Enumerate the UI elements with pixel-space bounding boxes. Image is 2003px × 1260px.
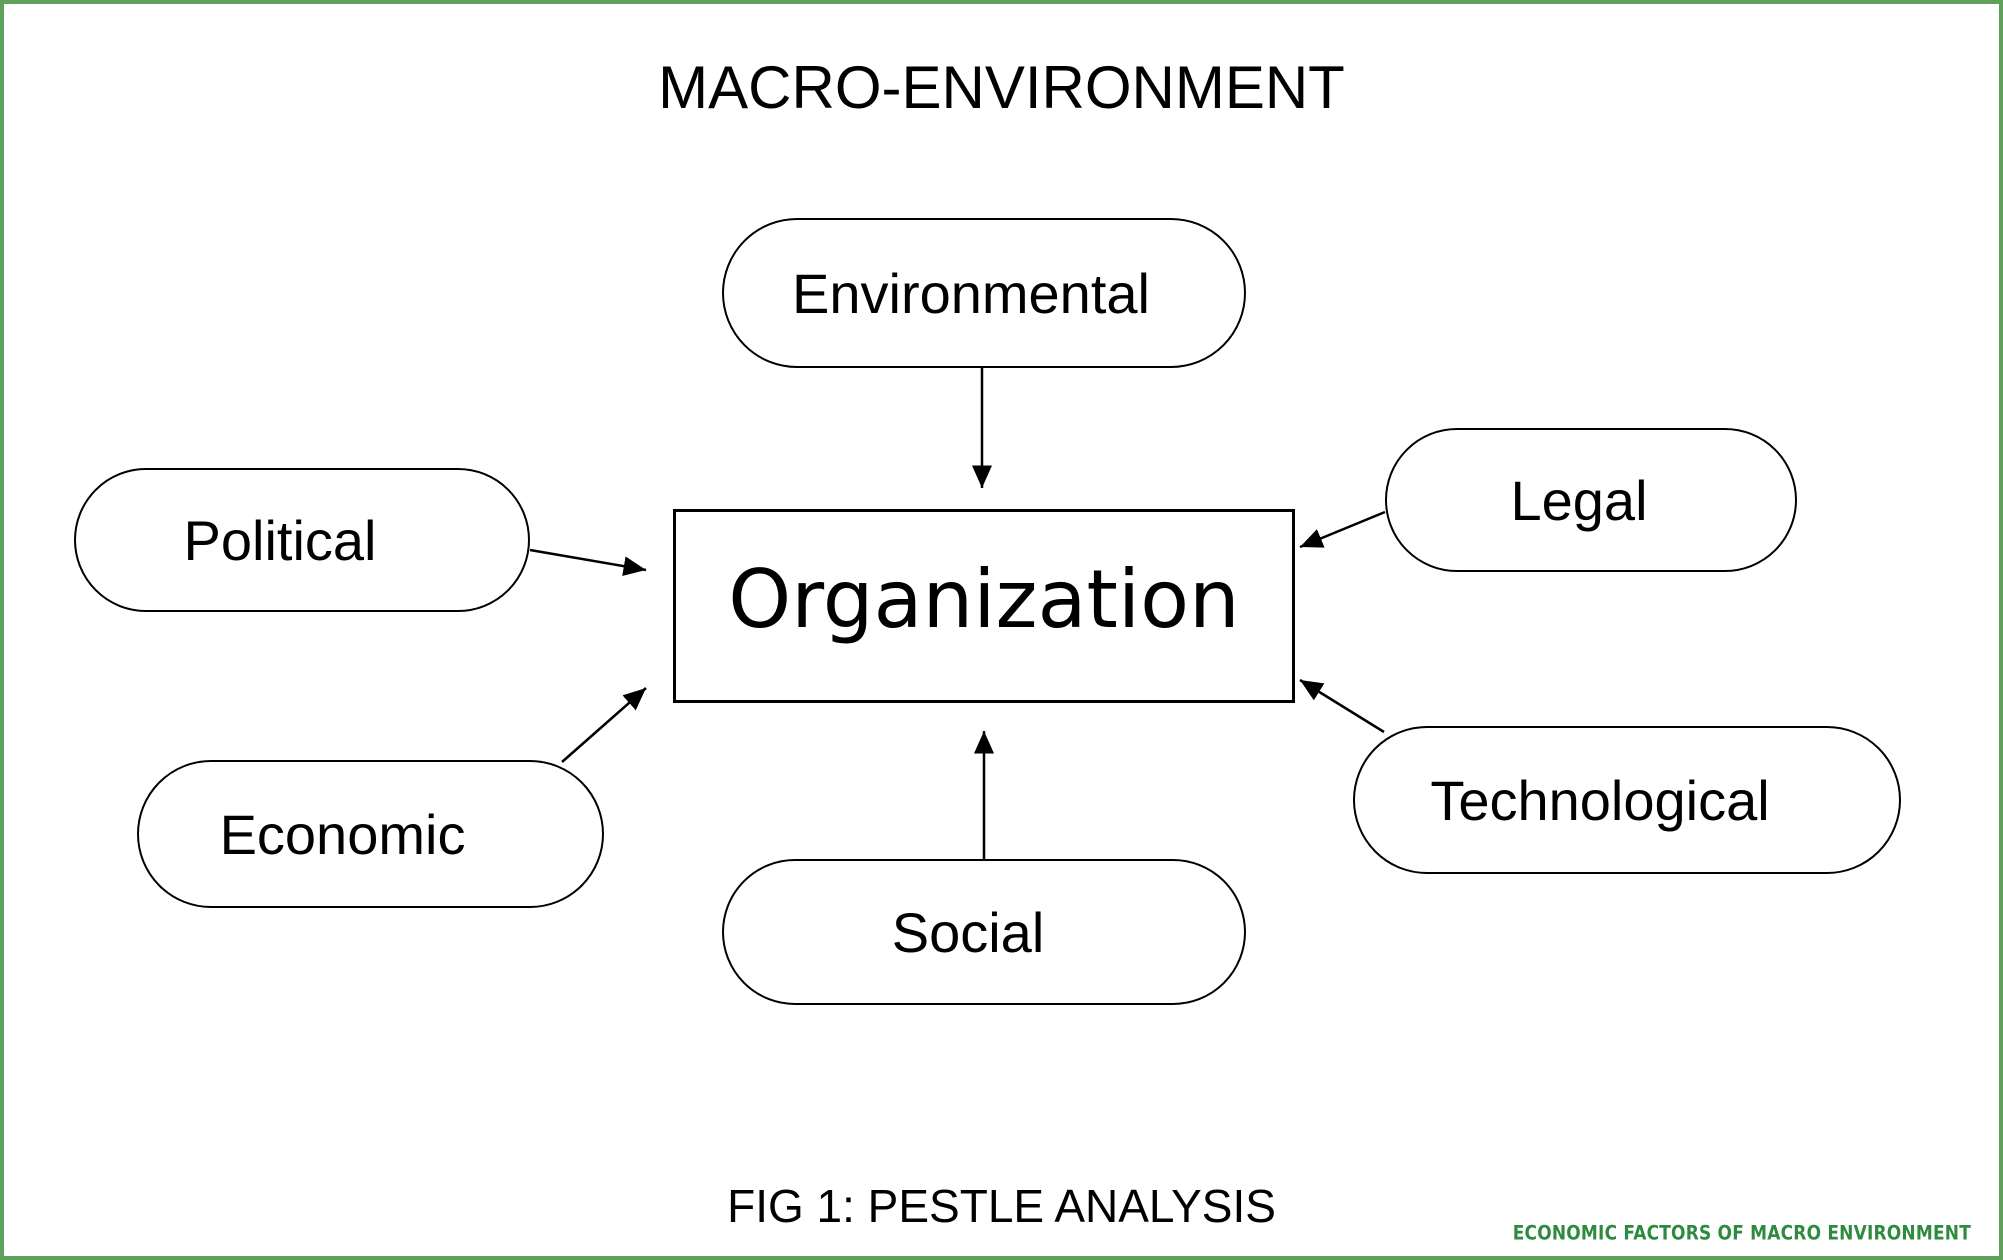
factor-legal: Legal <box>1385 428 1797 572</box>
factor-economic-label: Economic <box>219 802 466 866</box>
factor-technological: Technological <box>1353 726 1901 874</box>
organization-label: Organization <box>728 552 1240 646</box>
arrow-legal <box>1299 510 1386 549</box>
organization-box: Organization <box>673 509 1295 703</box>
factor-social-label: Social <box>891 900 1045 964</box>
arrow-technological <box>1299 678 1385 734</box>
factor-social: Social <box>722 859 1246 1005</box>
factor-environmental-label: Environmental <box>792 261 1150 325</box>
arrow-political <box>529 548 647 577</box>
factor-legal-label: Legal <box>1510 468 1648 532</box>
figure-caption: FIG 1: PESTLE ANALYSIS <box>727 1180 1276 1232</box>
arrow-economic <box>561 687 647 763</box>
factor-political: Political <box>74 468 530 612</box>
watermark-text: ECONOMIC FACTORS OF MACRO ENVIRONMENT <box>1512 1222 1971 1245</box>
factor-technological-label: Technological <box>1430 768 1770 832</box>
factor-economic: Economic <box>137 760 604 908</box>
factor-political-label: Political <box>183 508 377 572</box>
diagram-title: MACRO-ENVIRONMENT <box>658 54 1345 121</box>
factor-environmental: Environmental <box>722 218 1246 368</box>
